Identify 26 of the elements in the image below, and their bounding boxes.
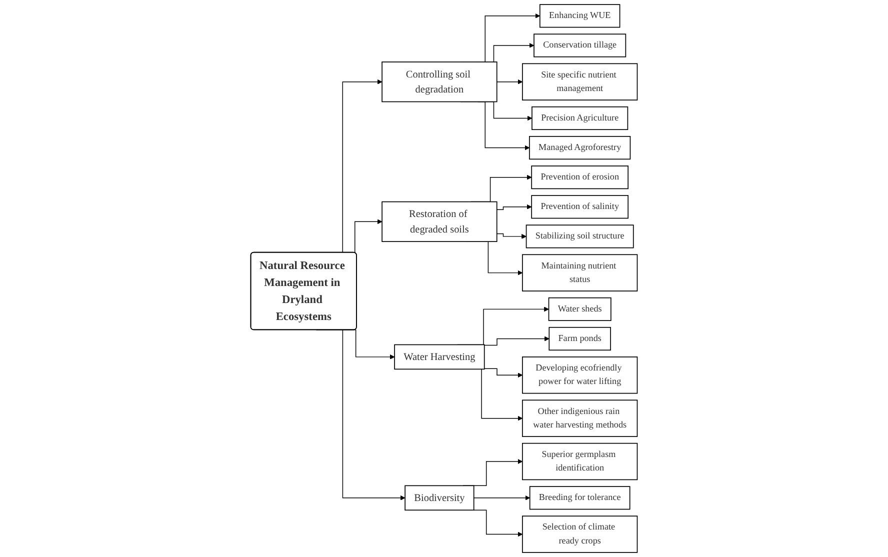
node-box: Other indigenious rain water harvesting methods bbox=[522, 400, 638, 437]
node-box: Controlling soil degradation bbox=[382, 62, 498, 102]
node-box: Site specific nutrient management bbox=[522, 63, 638, 100]
node-box: Maintaining nutrient status bbox=[522, 254, 638, 292]
node-box: Precision Agriculture bbox=[532, 106, 628, 130]
arrow bbox=[496, 233, 527, 239]
arrow bbox=[473, 495, 530, 500]
node-box: Superior germplasm identification bbox=[522, 442, 638, 480]
node-box: Stabilizing soil structure bbox=[526, 224, 634, 248]
node-box: Prevention of salinity bbox=[531, 195, 629, 219]
node-box: Prevention of erosion bbox=[531, 166, 628, 190]
arrow bbox=[496, 204, 532, 210]
node-box: Enhancing WUE bbox=[539, 4, 620, 28]
node-box: Water sheds bbox=[548, 297, 612, 321]
node-box: Water Harvesting bbox=[394, 344, 485, 370]
node-box: Selection of climate ready crops bbox=[522, 516, 638, 553]
node-box: Managed Agroforestry bbox=[529, 136, 631, 160]
node-box: Farm ponds bbox=[548, 326, 611, 351]
node-box: Biodiversity bbox=[404, 485, 474, 511]
arrow bbox=[484, 368, 523, 378]
arrow bbox=[496, 79, 523, 84]
node-box: Restoration of degraded soils bbox=[382, 201, 498, 242]
arrow bbox=[484, 336, 550, 346]
node-box: Breeding for tolerance bbox=[529, 486, 630, 510]
node-box: Conservation tillage bbox=[534, 34, 626, 58]
node-box: Developing ecofriendly power for water lifting bbox=[522, 356, 638, 394]
